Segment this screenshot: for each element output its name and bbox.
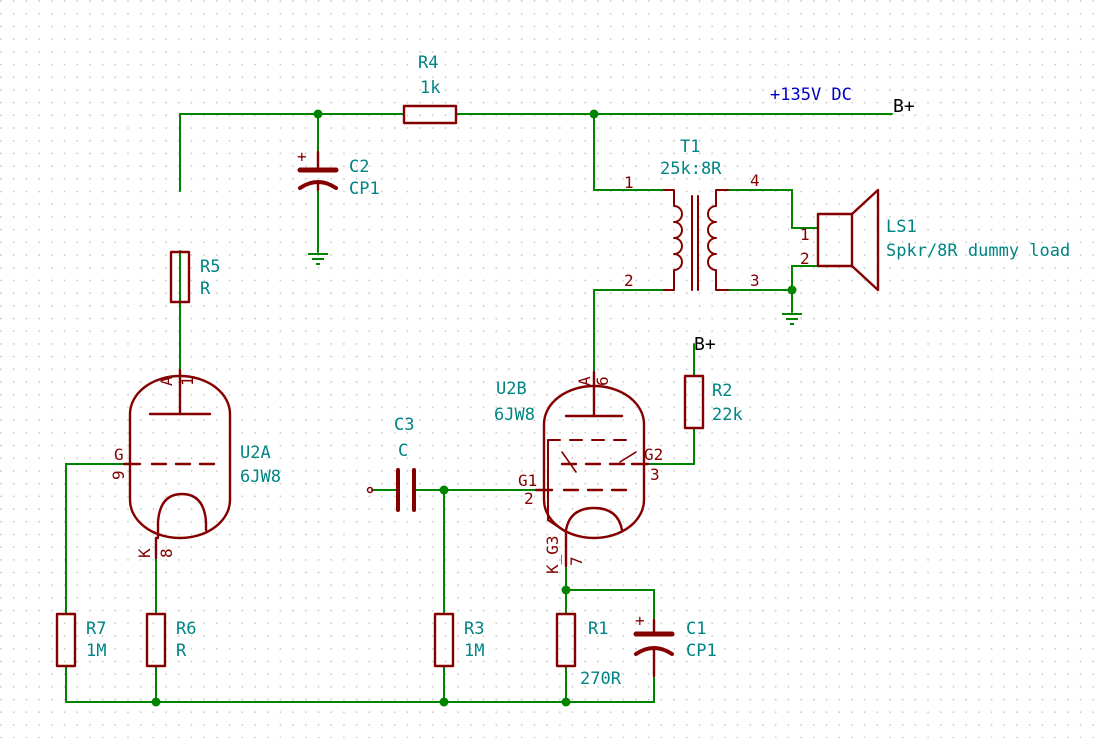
u2a-pin-g-num: 9: [109, 470, 128, 480]
capacitor-c1[interactable]: + C1 CP1: [633, 611, 717, 678]
u2b-pin-g1: G1: [518, 471, 537, 490]
capacitor-c3[interactable]: C3 C: [366, 415, 416, 512]
u2a-pin-k-num: 8: [157, 548, 176, 558]
t1-ref: T1: [680, 137, 700, 157]
c2-plus: +: [297, 147, 307, 166]
c2-value: CP1: [349, 179, 380, 199]
ground-symbol-t1: [782, 313, 802, 325]
ls1-ref: LS1: [886, 217, 917, 237]
speaker-ls1[interactable]: 1 2 LS1 Spkr/8R dummy load: [800, 188, 1070, 292]
ls1-value: Spkr/8R dummy load: [886, 241, 1070, 261]
ground-symbol-c2: [308, 253, 328, 265]
resistor-r3[interactable]: R3 1M: [433, 612, 484, 668]
r1-ref: R1: [588, 619, 608, 639]
u2b-pin-k: K_G3: [543, 535, 562, 574]
u2b-pin-g2-num: 3: [650, 465, 660, 484]
u2a-pin-a-num: 1: [178, 376, 197, 386]
ls1-pin-2: 2: [800, 249, 810, 268]
c1-plus: +: [635, 611, 645, 630]
u2a-pin-k: K: [135, 548, 154, 558]
u2b-pin-k-num: 7: [567, 556, 586, 566]
r6-ref: R6: [176, 619, 196, 639]
r2-value: 22k: [712, 405, 743, 425]
c1-ref: C1: [686, 619, 706, 639]
resistor-r1[interactable]: R1 270R: [555, 612, 622, 689]
c2-ref: C2: [349, 157, 369, 177]
r5-ref: R5: [200, 257, 220, 277]
resistor-r7[interactable]: R7 1M: [55, 612, 106, 668]
tube-u2b[interactable]: A 6 G1 2 G2 3 K_G3 7 U2B 6JW8: [494, 370, 663, 574]
u2b-pin-g1-num: 2: [524, 489, 534, 508]
resistor-r6[interactable]: R6 R: [145, 612, 196, 668]
r3-ref: R3: [464, 619, 484, 639]
u2b-pin-g2: G2: [644, 445, 663, 464]
t1-pin-4: 4: [750, 171, 760, 190]
u2b-ref: U2B: [496, 379, 527, 399]
transformer-t1[interactable]: 1 2 3 4 T1 25k:8R: [624, 137, 760, 291]
r7-ref: R7: [86, 619, 106, 639]
c3-ref: C3: [394, 415, 414, 435]
ls1-pin-1: 1: [800, 225, 810, 244]
resistor-r5[interactable]: R5 R: [169, 250, 220, 304]
u2a-ref: U2A: [240, 443, 271, 463]
u2a-value: 6JW8: [240, 467, 281, 487]
u2b-pin-a-num: 6: [593, 376, 612, 386]
c1-value: CP1: [686, 641, 717, 661]
u2b-value: 6JW8: [494, 405, 535, 425]
r4-ref: R4: [418, 53, 438, 73]
bplus-label-top: B+: [893, 96, 915, 117]
resistor-r2[interactable]: R2 22k: [683, 374, 743, 430]
r4-value: 1k: [420, 78, 440, 98]
u2b-pin-a: A: [575, 376, 594, 386]
u2a-pin-g: G: [114, 445, 124, 464]
c3-value: C: [398, 441, 408, 461]
capacitor-c2[interactable]: + C2 CP1: [297, 147, 380, 199]
r7-value: 1M: [86, 641, 106, 661]
r5-value: R: [200, 279, 211, 299]
t1-pin-3: 3: [750, 271, 760, 290]
net-label-135v: +135V DC: [770, 85, 852, 105]
resistor-r4[interactable]: R4 1k: [402, 53, 458, 125]
tube-u2a[interactable]: A 1 G 9 K 8 U2A 6JW8: [109, 368, 281, 560]
t1-pin-1: 1: [624, 173, 634, 192]
r1-value: 270R: [580, 669, 622, 689]
t1-pin-2: 2: [624, 271, 634, 290]
r3-value: 1M: [464, 641, 484, 661]
junctions: [151, 109, 797, 707]
u2a-pin-a: A: [157, 376, 176, 386]
bplus-label-r2: B+: [694, 334, 716, 355]
r2-ref: R2: [712, 381, 732, 401]
r6-value: R: [176, 641, 187, 661]
t1-value: 25k:8R: [660, 159, 722, 179]
